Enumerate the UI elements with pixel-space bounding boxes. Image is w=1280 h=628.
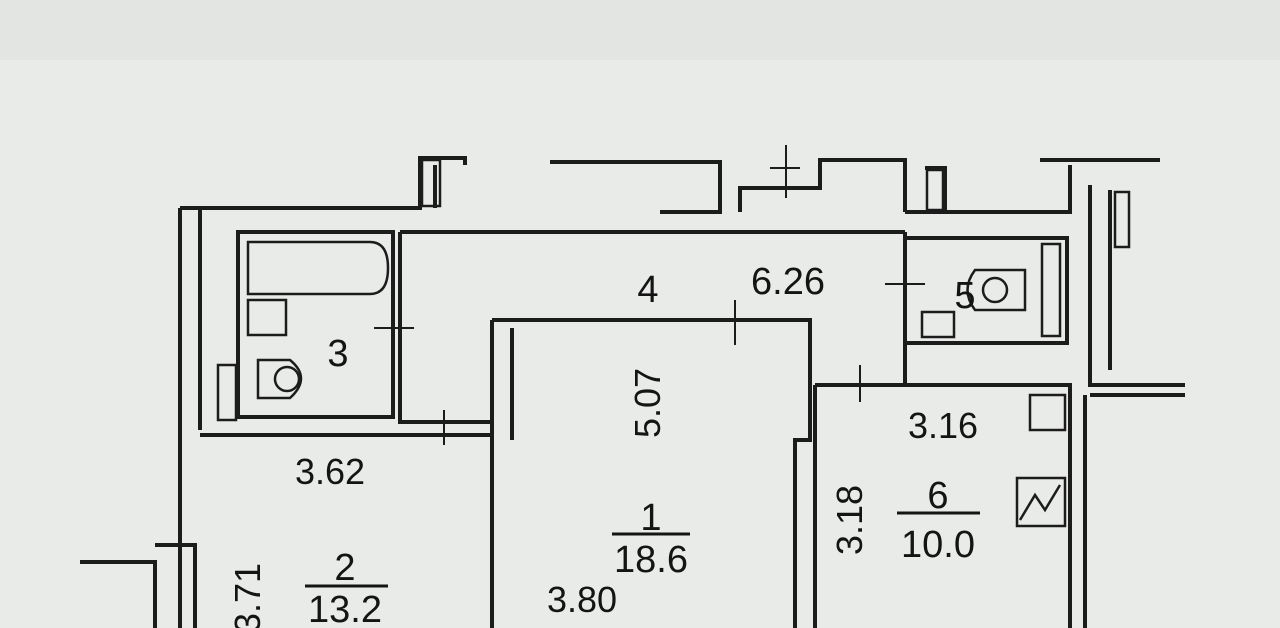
fixtures: [216, 158, 1131, 528]
room-labels: 1 18.6 2 13.2 3 4 6.26 5 6 10.0: [305, 261, 980, 628]
stove: [1015, 476, 1067, 528]
toilet-5-bowl: [981, 276, 1009, 304]
loggia-post-right: [925, 168, 945, 212]
toilet-3-bowl: [273, 365, 301, 393]
outer-wall-step-right: [905, 165, 1072, 214]
kitchen-sink: [1028, 393, 1067, 432]
dim-room2-depth: 3.71: [227, 563, 268, 628]
dimension-labels: 5.07 3.80 3.62 3.71 3.16 3.18: [227, 368, 978, 628]
entrance-step: [80, 560, 157, 628]
room1-number: 1: [640, 497, 661, 539]
dim-room6-width: 3.16: [908, 405, 978, 446]
room6-area: 10.0: [901, 524, 975, 566]
sink-5: [920, 310, 956, 339]
room4-area: 6.26: [751, 261, 825, 303]
neighbour-wall: [1088, 185, 1185, 387]
room5-number: 5: [954, 275, 975, 317]
toilet-3: [256, 358, 303, 400]
entrance-ledge: [155, 543, 197, 628]
outer-wall-top-middle: [550, 160, 722, 214]
outer-wall-top: [180, 156, 467, 210]
room6-number: 6: [927, 475, 948, 517]
room1-wall-top: [492, 318, 812, 628]
outer-wall-top-right: [738, 158, 907, 212]
room4-number: 4: [637, 269, 658, 311]
sink: [246, 298, 288, 337]
room1-area: 18.6: [614, 539, 688, 581]
room6-wall-top: [815, 383, 1072, 628]
room2-area: 13.2: [308, 589, 382, 628]
washer-3: [216, 363, 238, 422]
dim-room1-depth: 5.07: [627, 368, 668, 438]
bathtub: [246, 240, 390, 296]
dim-room2-width: 3.62: [295, 451, 365, 492]
dim-room1-width: 3.80: [547, 579, 617, 620]
door-marks: [374, 145, 925, 445]
corridor-wall-bottom-left: [398, 232, 490, 424]
dim-room6-depth: 3.18: [829, 485, 870, 555]
paper-shade: [0, 0, 1280, 60]
neighbour-post: [1113, 190, 1131, 249]
loggia-post-left: [420, 158, 442, 208]
room2-number: 2: [334, 547, 355, 589]
stove-zigzag: [1018, 484, 1062, 521]
toilet-5: [966, 268, 1027, 312]
riser-5: [1040, 242, 1062, 338]
room3-number: 3: [327, 333, 348, 375]
loggia-wall-right: [925, 166, 947, 212]
